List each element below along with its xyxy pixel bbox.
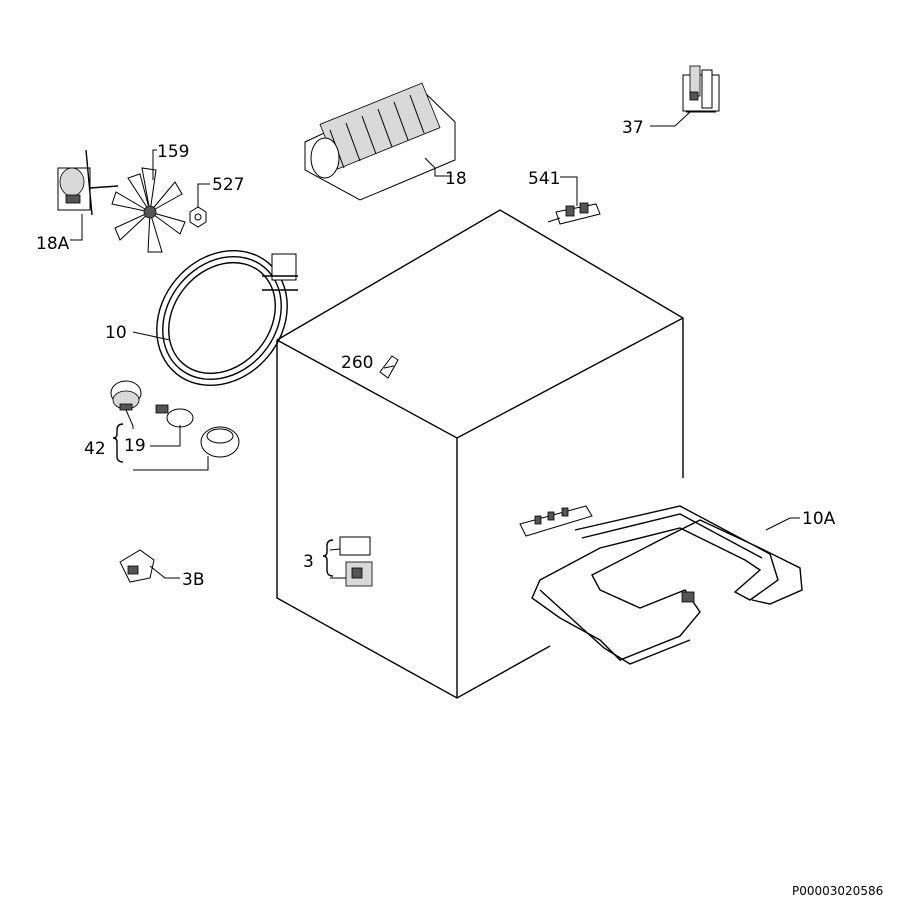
part-18-tangential-fan: [304, 82, 456, 201]
oven-cavity: [276, 209, 684, 699]
label-541: 541: [528, 169, 560, 189]
part-37-switch: [650, 65, 720, 127]
part-18a-fan-motor: [57, 149, 119, 241]
label-3: 3: [303, 552, 314, 572]
label-37: 37: [622, 118, 644, 138]
label-527: 527: [212, 175, 244, 195]
label-3b: 3B: [182, 570, 204, 590]
label-19: 19: [124, 436, 146, 456]
label-159: 159: [157, 142, 189, 162]
part-42-lamp-holder: [110, 380, 142, 463]
part-541-connector: [547, 176, 601, 225]
label-10a: 10A: [802, 509, 836, 529]
part-3-mechanism: [322, 536, 373, 587]
part-10a-grill-element: [519, 505, 803, 665]
label-42: 42: [84, 439, 106, 459]
part-159-fan-blade: [111, 149, 186, 253]
label-18a: 18A: [36, 234, 70, 254]
part-19-lamp-bulb: [150, 404, 194, 447]
label-260: 260: [341, 353, 373, 373]
part-10-circular-element: [132, 249, 298, 387]
lamp-glass-cover: [133, 426, 240, 471]
part-527-nut: [189, 183, 210, 228]
part-3b-switch: [119, 549, 180, 583]
label-18: 18: [445, 169, 467, 189]
part-260-clip: [379, 355, 399, 379]
callout-labels: 37 159 527 18 18A 541 10 260 42 19 10A 3…: [36, 118, 883, 898]
document-code: P00003020586: [792, 884, 883, 898]
label-10: 10: [105, 323, 127, 343]
